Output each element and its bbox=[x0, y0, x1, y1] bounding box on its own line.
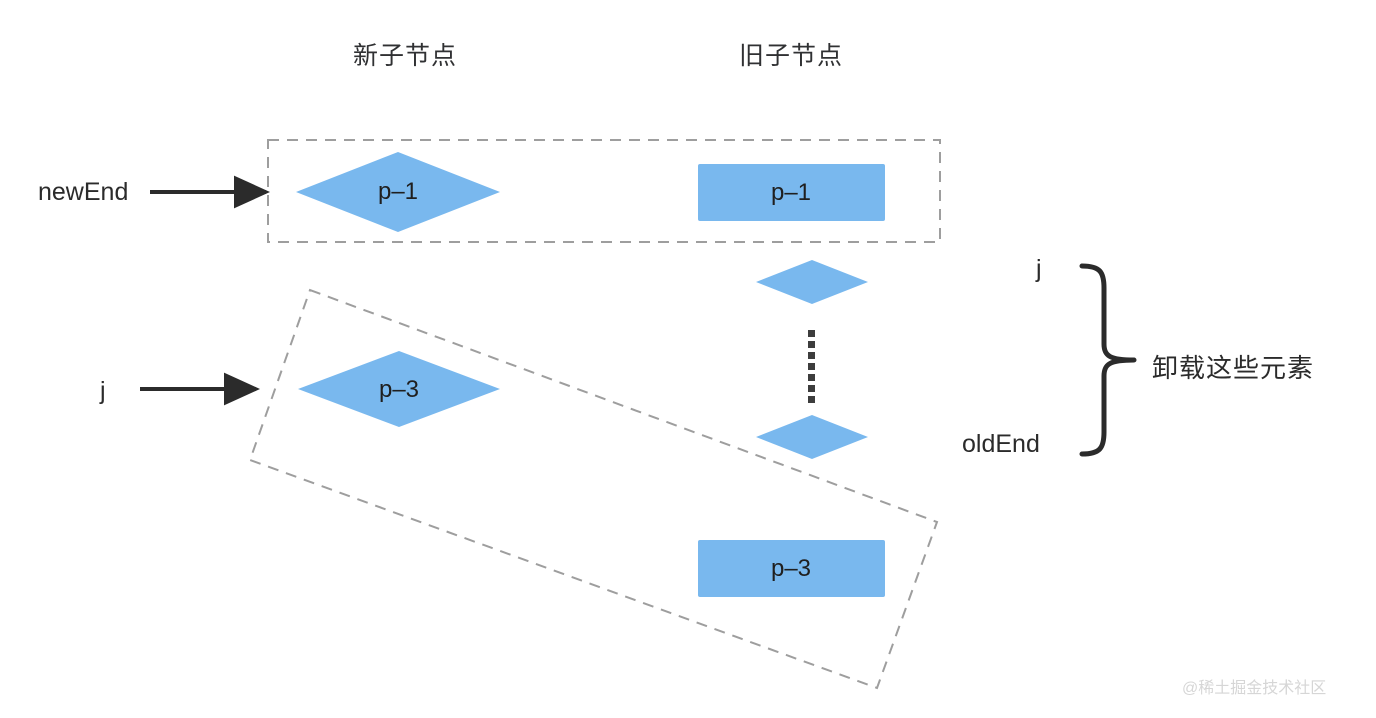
annotation-j-right: j bbox=[1036, 255, 1042, 283]
dashed-box-top bbox=[267, 139, 941, 243]
right-curly-brace-icon bbox=[1079, 263, 1137, 457]
annotation-oldend: oldEnd bbox=[962, 430, 1040, 458]
watermark: @稀土掘金技术社区 bbox=[1182, 680, 1327, 697]
vertical-ellipsis-icon bbox=[808, 330, 815, 403]
column-header-old: 旧子节点 bbox=[738, 42, 844, 70]
node-old-rect-p3 bbox=[698, 540, 885, 597]
node-old-diamond-flat-1 bbox=[756, 260, 868, 304]
node-old-diamond-flat-2 bbox=[756, 415, 868, 459]
annotation-unmount-elements: 卸载这些元素 bbox=[1152, 353, 1315, 383]
node-new-diamond-p1 bbox=[296, 152, 500, 232]
dashed-box-slanted bbox=[248, 288, 939, 690]
node-old-rect-p1 bbox=[698, 164, 885, 221]
node-new-diamond-p3 bbox=[298, 351, 500, 427]
column-header-new: 新子节点 bbox=[352, 42, 458, 70]
annotation-j-left: j bbox=[100, 377, 106, 405]
annotation-newend: newEnd bbox=[38, 178, 129, 206]
